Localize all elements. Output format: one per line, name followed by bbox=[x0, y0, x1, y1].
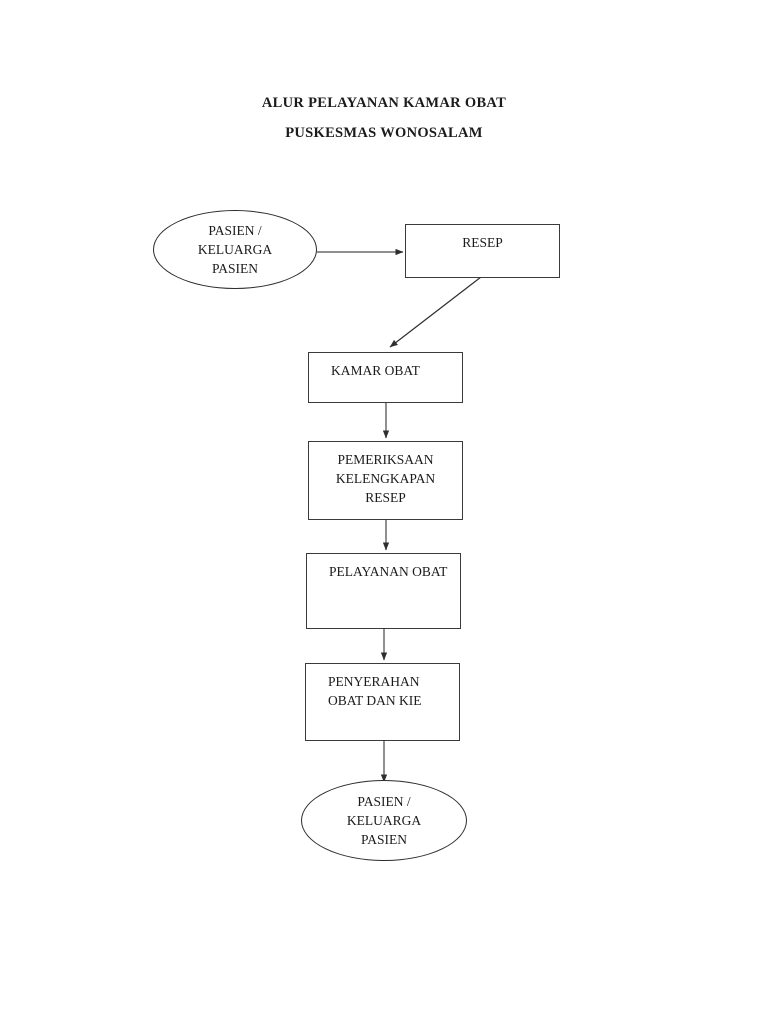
title-line-1: ALUR PELAYANAN KAMAR OBAT bbox=[261, 95, 507, 111]
node-label: PENYERAHAN OBAT DAN KIE bbox=[328, 674, 422, 708]
edge-resep-to-kamar bbox=[389, 276, 482, 348]
node-label: KAMAR OBAT bbox=[331, 363, 420, 378]
node-pasien-keluarga-start[interactable]: PASIEN / KELUARGA PASIEN bbox=[153, 210, 317, 289]
node-kamar-obat[interactable]: KAMAR OBAT bbox=[308, 352, 463, 403]
node-resep[interactable]: RESEP bbox=[405, 224, 560, 278]
node-label: PASIEN / KELUARGA PASIEN bbox=[346, 794, 422, 847]
diagram-title: ALUR PELAYANAN KAMAR OBAT PUSKESMAS WONO… bbox=[0, 88, 768, 148]
node-label: RESEP bbox=[462, 235, 503, 250]
node-label: PASIEN / KELUARGA PASIEN bbox=[197, 223, 273, 276]
title-line-2: PUSKESMAS WONOSALAM bbox=[285, 125, 483, 141]
node-pasien-keluarga-end[interactable]: PASIEN / KELUARGA PASIEN bbox=[301, 780, 467, 861]
node-penyerahan-obat-dan-kie[interactable]: PENYERAHAN OBAT DAN KIE bbox=[305, 663, 460, 741]
node-pemeriksaan-kelengkapan-resep[interactable]: PEMERIKSAAN KELENGKAPAN RESEP bbox=[308, 441, 463, 520]
node-label: PEMERIKSAAN KELENGKAPAN RESEP bbox=[335, 452, 436, 505]
node-label: PELAYANAN OBAT bbox=[329, 564, 448, 579]
node-pelayanan-obat[interactable]: PELAYANAN OBAT bbox=[306, 553, 461, 629]
